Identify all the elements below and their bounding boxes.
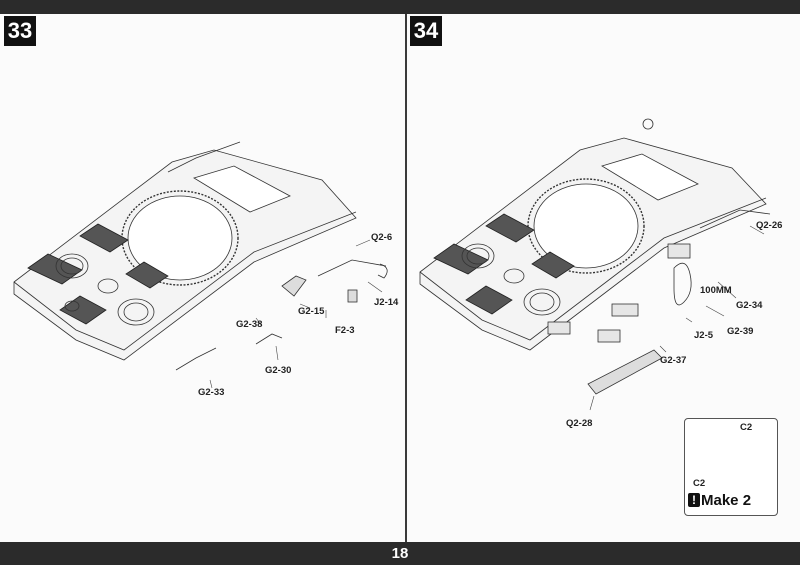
make-2-note: !Make 2	[688, 492, 751, 509]
label-g2-37: G2-37	[660, 355, 687, 366]
label-g2-38: G2-38	[236, 319, 263, 330]
step-34-number: 34	[410, 16, 442, 46]
panel-divider	[405, 14, 407, 542]
step-33-diagram	[13, 141, 388, 389]
page-number: 18	[391, 545, 409, 562]
step-33-number: 33	[4, 16, 36, 46]
label-g2-34: G2-34	[736, 300, 763, 311]
label-q2-6: Q2-6	[371, 232, 393, 243]
label-q2-28: Q2-28	[566, 418, 593, 429]
callout-label-c2-top: C2	[740, 422, 753, 433]
label-j2-14: J2-14	[374, 297, 399, 308]
label-g2-33: G2-33	[198, 387, 225, 398]
bottom-bar	[0, 542, 800, 565]
label-j2-5: J2-5	[694, 330, 714, 341]
make-2-callout-box	[684, 418, 778, 516]
label-q2-26: Q2-26	[756, 220, 783, 231]
exclamation-icon: !	[688, 493, 700, 507]
label-f2-3: F2-3	[335, 325, 355, 336]
label-g2-15: G2-15	[298, 306, 325, 317]
callout-label-c2-bottom: C2	[693, 478, 706, 489]
make-2-text: Make 2	[701, 492, 752, 509]
step-34-diagram	[419, 118, 771, 477]
label-g2-39: G2-39	[727, 326, 754, 337]
label-100mm: 100MM	[700, 285, 732, 296]
top-bar	[0, 0, 800, 14]
label-g2-30: G2-30	[265, 365, 292, 376]
